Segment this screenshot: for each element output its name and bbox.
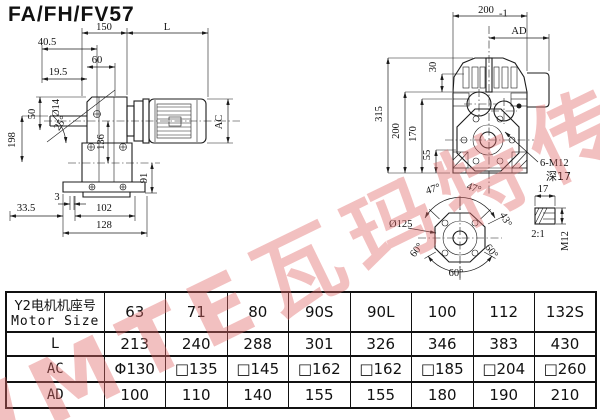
- dim-40-5: 40.5: [38, 37, 56, 48]
- cell-AD-80: 140: [226, 381, 289, 408]
- dim-depth-17: 深17: [546, 170, 571, 183]
- table-row-AC: AC Φ130 □135 □145 □162 □162 □185 □204 □2…: [5, 355, 596, 382]
- table-header-row: Y2电机机座号 Motor Size 63 71 80 90S 90L 100 …: [5, 291, 596, 332]
- column-71: 71: [165, 291, 227, 332]
- dim-91: 91: [139, 173, 150, 184]
- flange-detail-drawing: Ø125 47° 47° 43° 60° 60° 60°: [389, 181, 514, 280]
- row-label-L: L: [5, 331, 104, 356]
- cell-AD-100: 180: [411, 381, 473, 408]
- dim-6-M12: 6-M12: [540, 158, 569, 169]
- detail-scale: 2:1: [531, 229, 544, 240]
- angle-60-bottom: 60°: [449, 268, 464, 279]
- motor-dimension-table: Y2电机机座号 Motor Size 63 71 80 90S 90L 100 …: [5, 291, 597, 409]
- cell-L-132S: 430: [534, 331, 596, 356]
- cell-AC-90L: □162: [349, 355, 412, 382]
- dim-200-tolerance: -1: [499, 9, 508, 20]
- row-label-AD: AD: [5, 381, 104, 408]
- column-63: 63: [103, 291, 166, 332]
- dim-102: 102: [96, 203, 112, 214]
- dim-L: L: [164, 22, 170, 33]
- dim-30: 30: [428, 62, 439, 73]
- cell-AC-90S: □162: [288, 355, 350, 382]
- dim-dia14: Ø14: [51, 98, 62, 117]
- angle-47-right: 47°: [465, 181, 482, 196]
- cell-AC-63: Φ130: [103, 355, 166, 382]
- dim-150: 150: [96, 22, 112, 33]
- front-view-drawing: 200 -1 AD 315 200 170 55 30 6-M12 深17: [374, 5, 571, 196]
- motor-size-label-cn: Y2电机机座号: [14, 299, 96, 314]
- dim-33-5: 33.5: [17, 203, 35, 214]
- dim-200-top: 200: [478, 5, 494, 16]
- dim-AC: AC: [214, 115, 225, 130]
- technical-drawing: 150 L 40.5 60 19.5 50 Ø14 25° 198 136 91…: [7, 5, 571, 280]
- dim-55: 55: [422, 150, 433, 161]
- cell-L-100: 346: [411, 331, 473, 356]
- dim-198: 198: [7, 132, 18, 148]
- dim-50: 50: [27, 109, 38, 120]
- dim-19-5: 19.5: [49, 67, 67, 78]
- dim-128: 128: [96, 220, 112, 231]
- cell-L-71: 240: [165, 331, 227, 356]
- dim-dia125: Ø125: [389, 219, 412, 230]
- column-132S: 132S: [534, 291, 596, 332]
- dim-AD: AD: [511, 26, 527, 37]
- cell-AD-71: 110: [165, 381, 227, 408]
- dim-17: 17: [538, 184, 549, 195]
- key-detail-drawing: 17 2:1 M12: [531, 184, 571, 251]
- angle-60-left: 60°: [408, 241, 426, 259]
- cell-AC-112: □204: [472, 355, 535, 382]
- page-title: FA/FH/FV57: [8, 3, 135, 26]
- table-row-AD: AD 100 110 140 155 155 180 190 210: [5, 381, 596, 408]
- dim-M12: M12: [560, 231, 571, 251]
- dim-315: 315: [374, 106, 385, 122]
- dim-170: 170: [408, 126, 419, 142]
- side-view-drawing: 150 L 40.5 60 19.5 50 Ø14 25° 198 136 91…: [7, 22, 240, 237]
- dim-3: 3: [54, 192, 59, 203]
- cell-AC-132S: □260: [534, 355, 596, 382]
- dim-200-vert: 200: [391, 123, 402, 139]
- angle-47-left: 47°: [425, 182, 442, 197]
- column-90L: 90L: [349, 291, 412, 332]
- row-label-AC: AC: [5, 355, 104, 382]
- motor-size-header-cell: Y2电机机座号 Motor Size: [5, 291, 104, 332]
- cell-AD-112: 190: [472, 381, 535, 408]
- cell-AC-71: □135: [165, 355, 227, 382]
- cell-L-90S: 301: [288, 331, 350, 356]
- dim-136: 136: [96, 134, 107, 150]
- cell-L-90L: 326: [349, 331, 412, 356]
- cell-L-112: 383: [472, 331, 535, 356]
- motor-size-label-en: Motor Size: [11, 314, 100, 329]
- angle-43: 43°: [497, 211, 514, 229]
- cell-AC-100: □185: [411, 355, 473, 382]
- cell-AC-80: □145: [226, 355, 289, 382]
- cell-L-63: 213: [103, 331, 166, 356]
- dim-60: 60: [92, 55, 103, 66]
- cell-AD-90S: 155: [288, 381, 350, 408]
- cell-AD-90L: 155: [349, 381, 412, 408]
- cell-L-80: 288: [226, 331, 289, 356]
- cell-AD-63: 100: [103, 381, 166, 408]
- column-80: 80: [226, 291, 289, 332]
- table-row-L: L 213 240 288 301 326 346 383 430: [5, 331, 596, 356]
- column-112: 112: [472, 291, 535, 332]
- column-100: 100: [411, 291, 473, 332]
- cell-AD-132S: 210: [534, 381, 596, 408]
- column-90S: 90S: [288, 291, 350, 332]
